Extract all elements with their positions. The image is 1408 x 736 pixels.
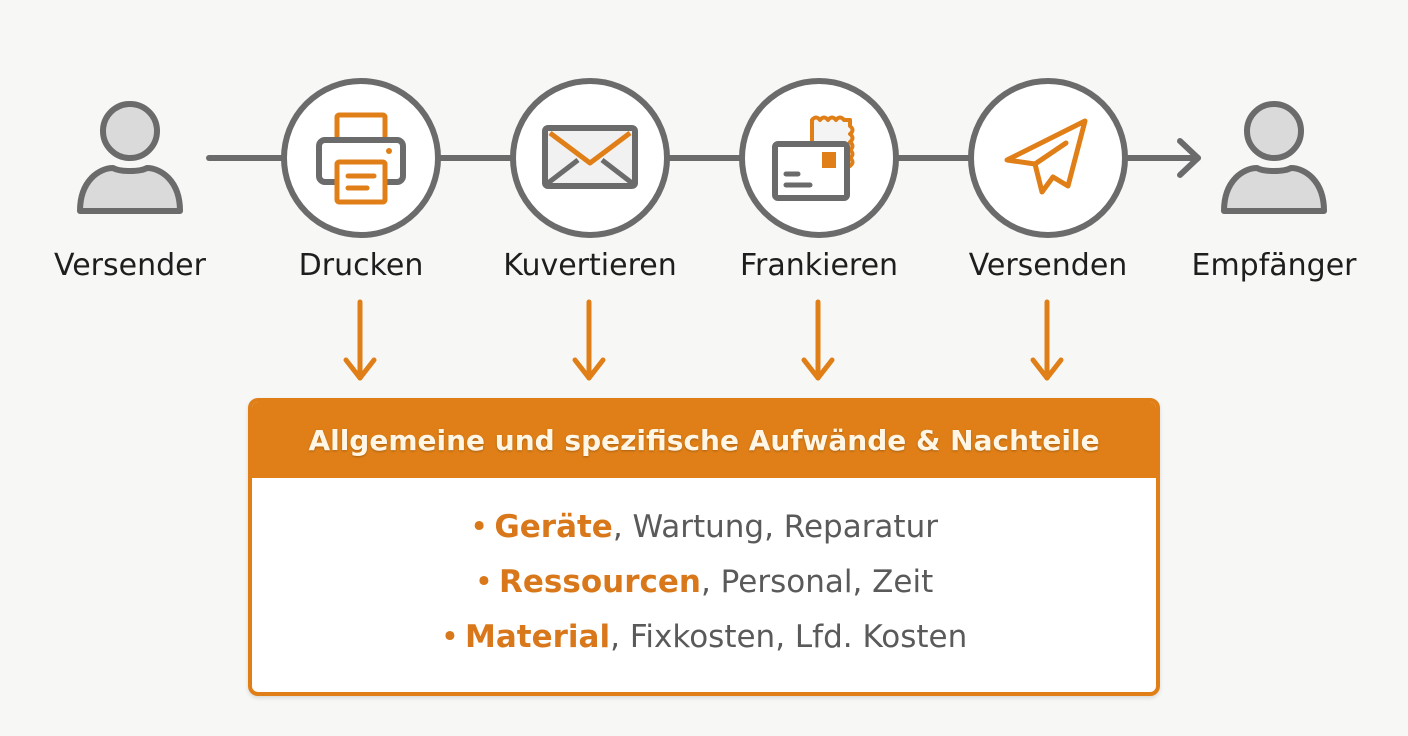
cost-item-key: Ressourcen <box>499 564 701 600</box>
cost-item-rest: , Wartung, Reparatur <box>612 509 938 545</box>
paper-plane-icon <box>1004 118 1088 195</box>
cost-item-key: Geräte <box>494 509 613 545</box>
person-icon <box>77 101 183 214</box>
cost-item-rest: , Personal, Zeit <box>700 564 934 600</box>
node-label-versender: Versender <box>54 248 206 283</box>
bullet-icon: • <box>474 564 494 600</box>
postage-stamp-icon <box>772 115 855 201</box>
bullet-icon: • <box>440 619 460 655</box>
cost-item: •Geräte, Wartung, Reparatur <box>252 500 1156 555</box>
arrow-down-icon <box>343 299 377 381</box>
printer-icon <box>316 112 406 205</box>
costs-title: Allgemeine und spezifische Aufwände & Na… <box>252 402 1156 478</box>
arrow-head-icon <box>1177 138 1201 178</box>
node-label-kuvertieren: Kuvertieren <box>503 248 677 283</box>
envelope-step <box>510 78 670 238</box>
cost-item: •Material, Fixkosten, Lfd. Kosten <box>252 610 1156 665</box>
costs-list: •Geräte, Wartung, Reparatur •Ressourcen,… <box>252 478 1156 665</box>
process-flow <box>77 78 1327 381</box>
bullet-icon: • <box>470 509 489 545</box>
arrow-down-icon <box>572 299 606 381</box>
cost-item-rest: , Fixkosten, Lfd. Kosten <box>610 619 968 655</box>
costs-panel: Allgemeine und spezifische Aufwände & Na… <box>248 398 1160 696</box>
node-label-drucken: Drucken <box>298 248 424 283</box>
printer-step <box>281 78 441 238</box>
postage-step <box>739 78 899 238</box>
cost-item: •Ressourcen, Personal, Zeit <box>252 555 1156 610</box>
node-label-empfaenger: Empfänger <box>1191 248 1357 283</box>
arrow-down-icon <box>1030 299 1064 381</box>
envelope-icon <box>542 125 638 189</box>
node-label-versenden: Versenden <box>968 248 1128 283</box>
person-icon <box>1221 101 1327 214</box>
cost-item-key: Material <box>465 619 611 655</box>
node-label-frankieren: Frankieren <box>739 248 899 283</box>
send-step <box>968 78 1128 238</box>
arrow-down-icon <box>801 299 835 381</box>
